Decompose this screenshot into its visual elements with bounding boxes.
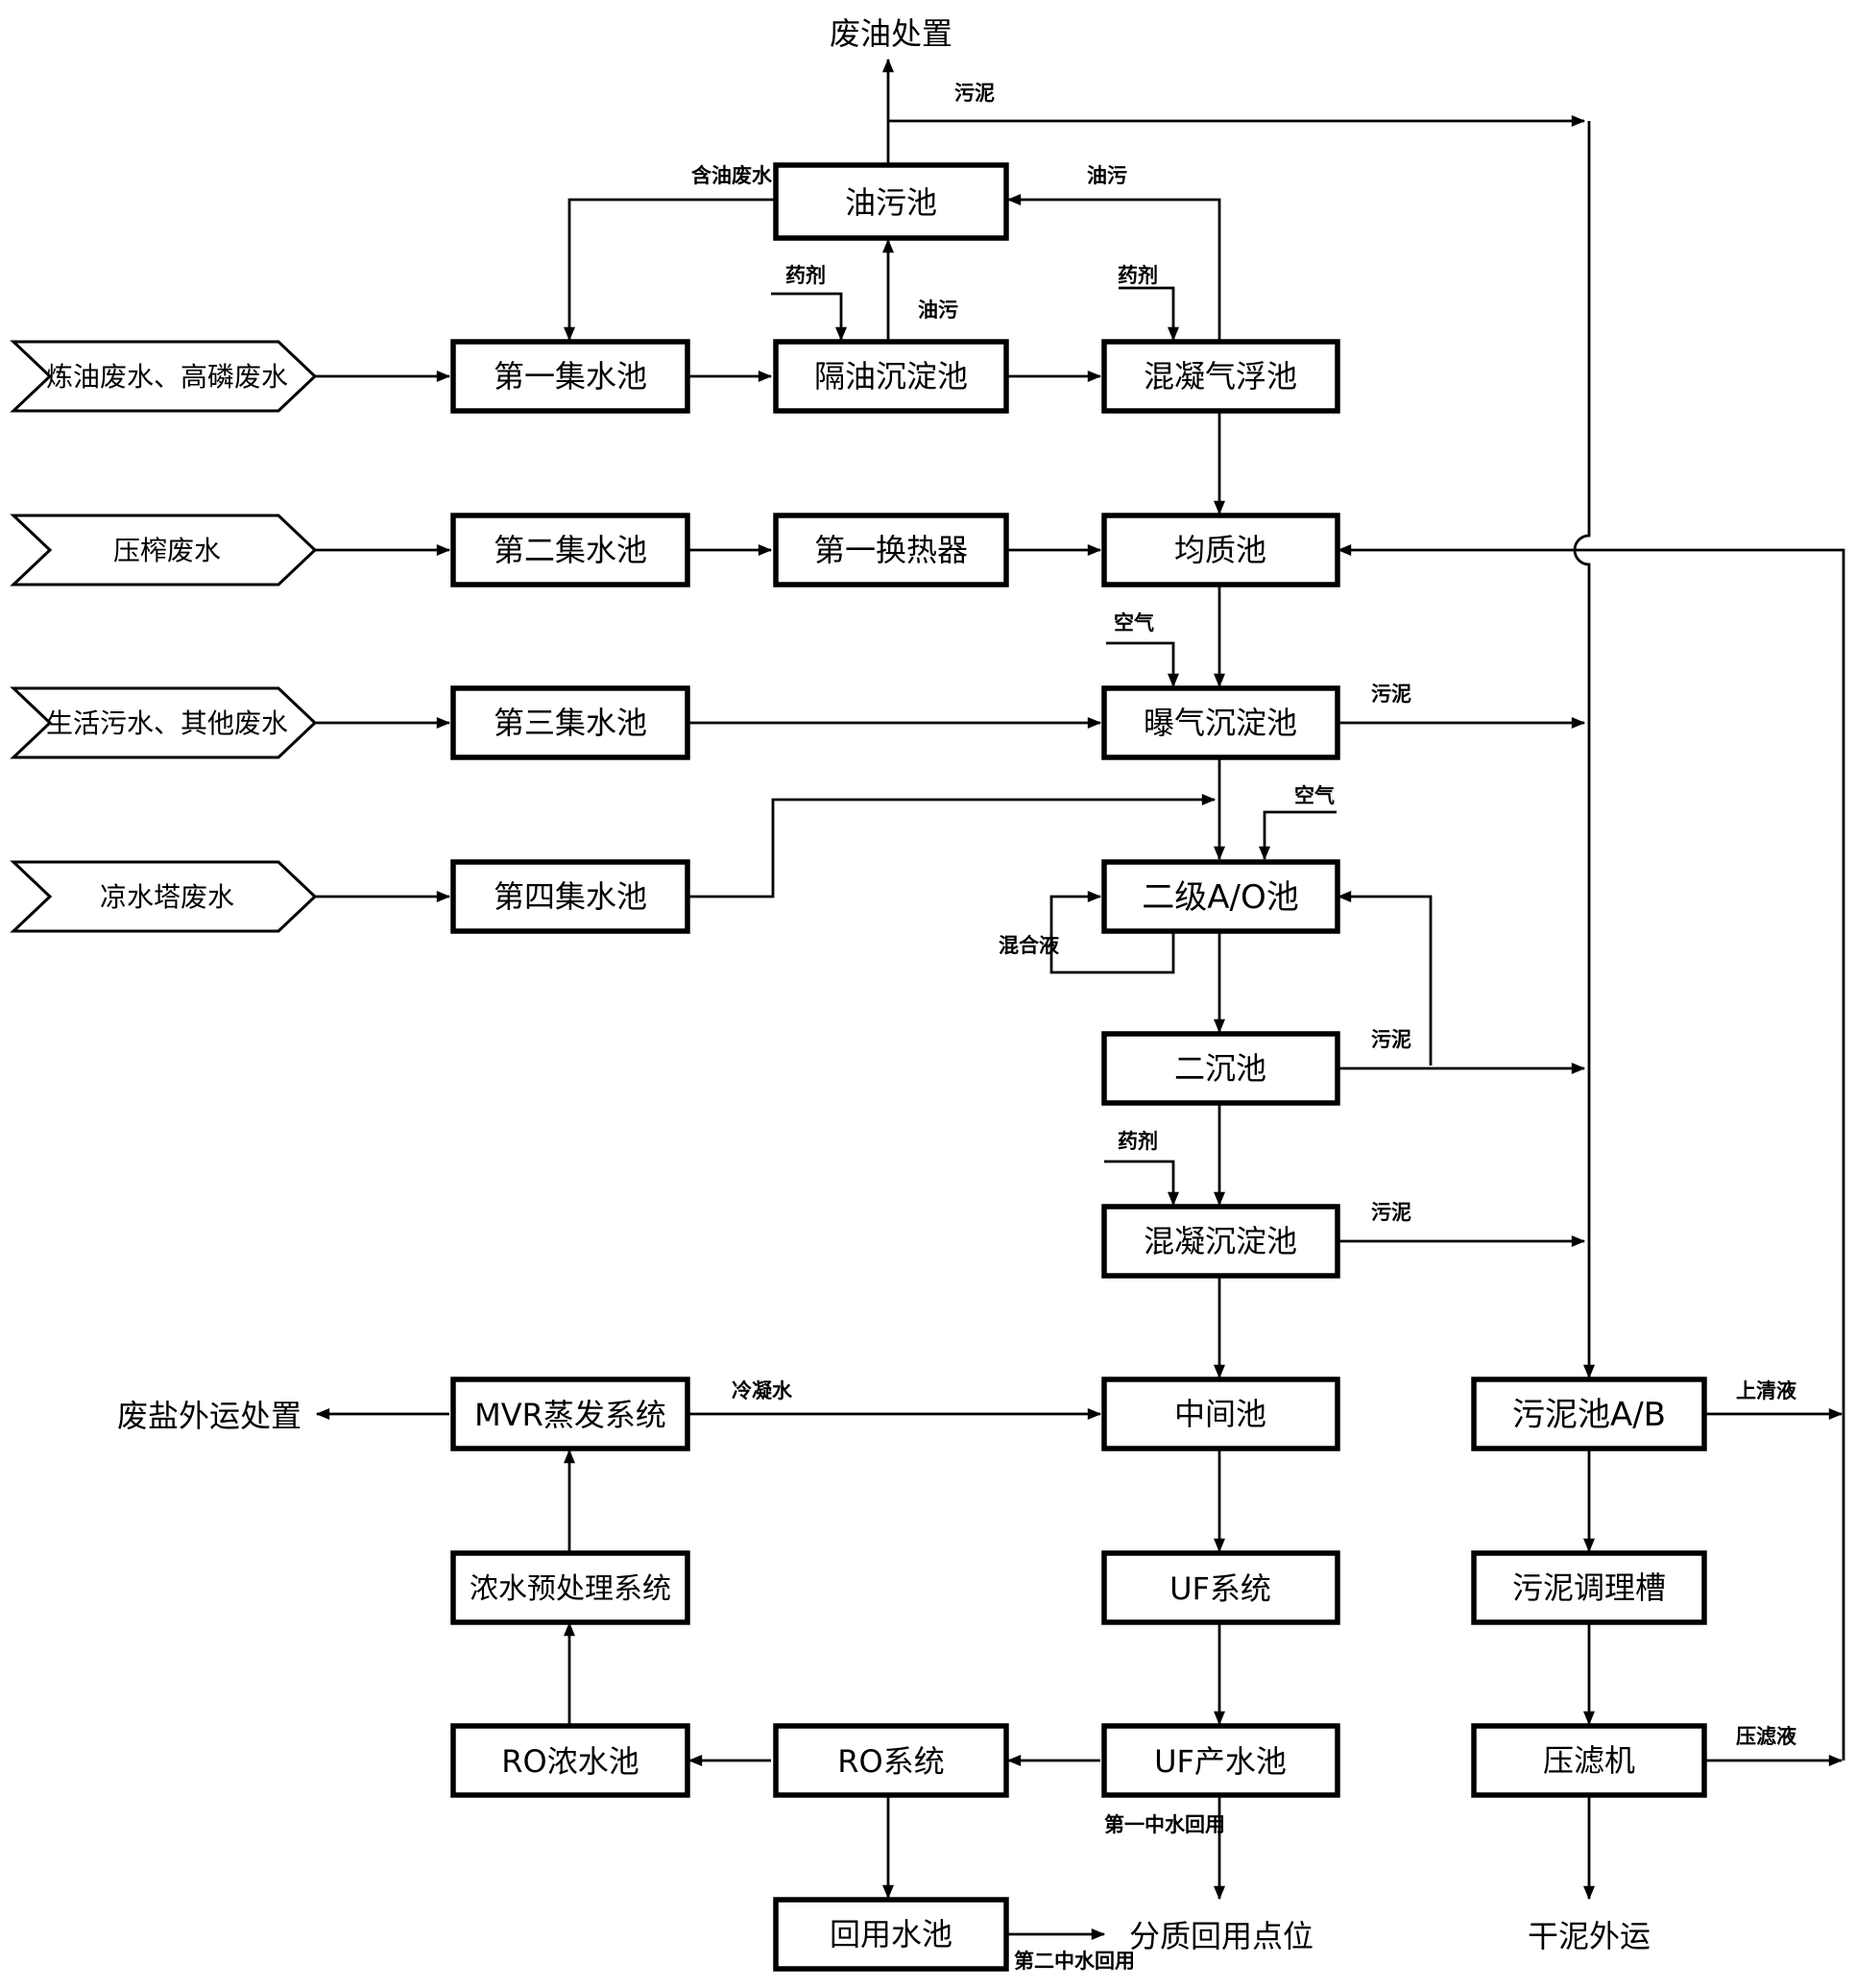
ro-system-label: RO系统	[837, 1743, 944, 1780]
mvr-evaporation-system: MVR蒸发系统	[450, 1377, 690, 1451]
aeration-settling-tank: 曝气沉淀池	[1101, 685, 1340, 760]
waste-salt-output: 废盐外运处置	[117, 1398, 301, 1434]
collection-tank-3: 第三集水池	[450, 685, 690, 760]
source-2: 压榨废水	[10, 514, 318, 587]
collection-tank-2-label: 第二集水池	[494, 532, 647, 568]
air-label-1: 空气	[1114, 611, 1154, 635]
source-4: 凉水塔废水	[10, 860, 318, 933]
source-4-label: 凉水塔废水	[100, 881, 234, 913]
sludge-conditioning-tank: 污泥调理槽	[1471, 1550, 1707, 1625]
ro-brine-tank-label: RO浓水池	[501, 1743, 639, 1780]
coagulation-settling-tank: 混凝沉淀池	[1101, 1204, 1340, 1279]
uf-system: UF系统	[1101, 1550, 1340, 1625]
ro-brine-tank: RO浓水池	[450, 1723, 690, 1798]
quality-reuse-output: 分质回用点位	[1129, 1918, 1314, 1954]
source-3: 生活污水、其他废水	[10, 686, 318, 759]
collection-tank-3-label: 第三集水池	[494, 705, 647, 741]
oily-wastewater-label: 含油废水	[691, 164, 773, 187]
reuse-2-label: 第二中水回用	[1014, 1950, 1135, 1973]
filtrate-label: 压滤液	[1736, 1725, 1796, 1748]
oil-tank-label: 油污池	[845, 184, 937, 221]
mvr-evaporation-system-label: MVR蒸发系统	[474, 1397, 666, 1433]
source-1: 炼油废水、高磷废水	[10, 340, 318, 413]
collection-tank-1: 第一集水池	[450, 339, 690, 414]
brine-pretreatment-system: 浓水预处理系统	[450, 1550, 690, 1625]
heat-exchanger-1: 第一换热器	[773, 513, 1009, 587]
coagulation-settling-tank-label: 混凝沉淀池	[1144, 1223, 1297, 1259]
aeration-settling-tank-label: 曝气沉淀池	[1144, 705, 1297, 741]
coagulation-flotation-tank-label: 混凝气浮池	[1144, 358, 1297, 395]
air-label-2: 空气	[1294, 784, 1335, 807]
filter-press-label: 压滤机	[1543, 1742, 1635, 1779]
oil-tank: 油污池	[773, 162, 1009, 241]
sludge-tank-ab-label: 污泥池A/B	[1512, 1396, 1666, 1434]
supernatant-label: 上清液	[1736, 1379, 1796, 1402]
condensate-label: 冷凝水	[732, 1379, 793, 1402]
sludge-conditioning-tank-label: 污泥调理槽	[1512, 1569, 1666, 1606]
equalization-tank-label: 均质池	[1174, 532, 1266, 568]
sludge-label-coagulation: 污泥	[1371, 1201, 1411, 1224]
filter-press: 压滤机	[1471, 1723, 1707, 1798]
sludge-label-aeration: 污泥	[1371, 683, 1411, 706]
dry-sludge-output: 干泥外运	[1528, 1918, 1651, 1954]
reuse-1-label: 第一中水回用	[1104, 1813, 1225, 1836]
mixed-liquor-label: 混合液	[999, 934, 1059, 957]
coagulation-flotation-tank: 混凝气浮池	[1101, 339, 1340, 414]
secondary-clarifier: 二沉池	[1101, 1031, 1340, 1106]
uf-product-tank: UF产水池	[1101, 1723, 1340, 1798]
waste-oil-output: 废油处置	[830, 15, 952, 52]
oil-separator-tank: 隔油沉淀池	[773, 339, 1009, 414]
uf-system-label: UF系统	[1169, 1570, 1271, 1607]
heat-exchanger-1-label: 第一换热器	[814, 532, 968, 568]
source-3-label: 生活污水、其他废水	[46, 707, 288, 739]
ro-system: RO系统	[773, 1723, 1009, 1798]
intermediate-tank: 中间池	[1101, 1377, 1340, 1451]
intermediate-tank-label: 中间池	[1174, 1396, 1266, 1432]
collection-tank-1-label: 第一集水池	[494, 358, 647, 395]
uf-product-tank-label: UF产水池	[1154, 1743, 1287, 1780]
collection-tank-4-label: 第四集水池	[494, 878, 647, 915]
collection-tank-4: 第四集水池	[450, 859, 690, 934]
reuse-water-tank: 回用水池	[773, 1897, 1009, 1972]
equalization-tank: 均质池	[1101, 513, 1340, 587]
flow-lines	[315, 58, 1845, 1940]
oil-dirt-label-mid: 油污	[918, 299, 958, 322]
sludge-label-secondary: 污泥	[1371, 1028, 1411, 1051]
collection-tank-2: 第二集水池	[450, 513, 690, 587]
two-stage-ao-tank-label: 二级A/O池	[1142, 878, 1298, 917]
two-stage-ao-tank: 二级A/O池	[1101, 859, 1340, 934]
brine-pretreatment-system-label: 浓水预处理系统	[470, 1572, 671, 1606]
oil-separator-tank-label: 隔油沉淀池	[814, 358, 968, 395]
oil-dirt-label-right: 油污	[1087, 164, 1127, 187]
chemical-label-2: 药剂	[1118, 264, 1158, 287]
sludge-tank-ab: 污泥池A/B	[1471, 1377, 1707, 1451]
chemical-label-3: 药剂	[1118, 1130, 1158, 1153]
sludge-label-top: 污泥	[954, 82, 995, 105]
chemical-label-1: 药剂	[785, 264, 826, 287]
secondary-clarifier-label: 二沉池	[1174, 1050, 1266, 1087]
source-1-label: 炼油废水、高磷废水	[46, 361, 288, 393]
reuse-water-tank-label: 回用水池	[830, 1916, 952, 1952]
source-2-label: 压榨废水	[113, 535, 221, 566]
